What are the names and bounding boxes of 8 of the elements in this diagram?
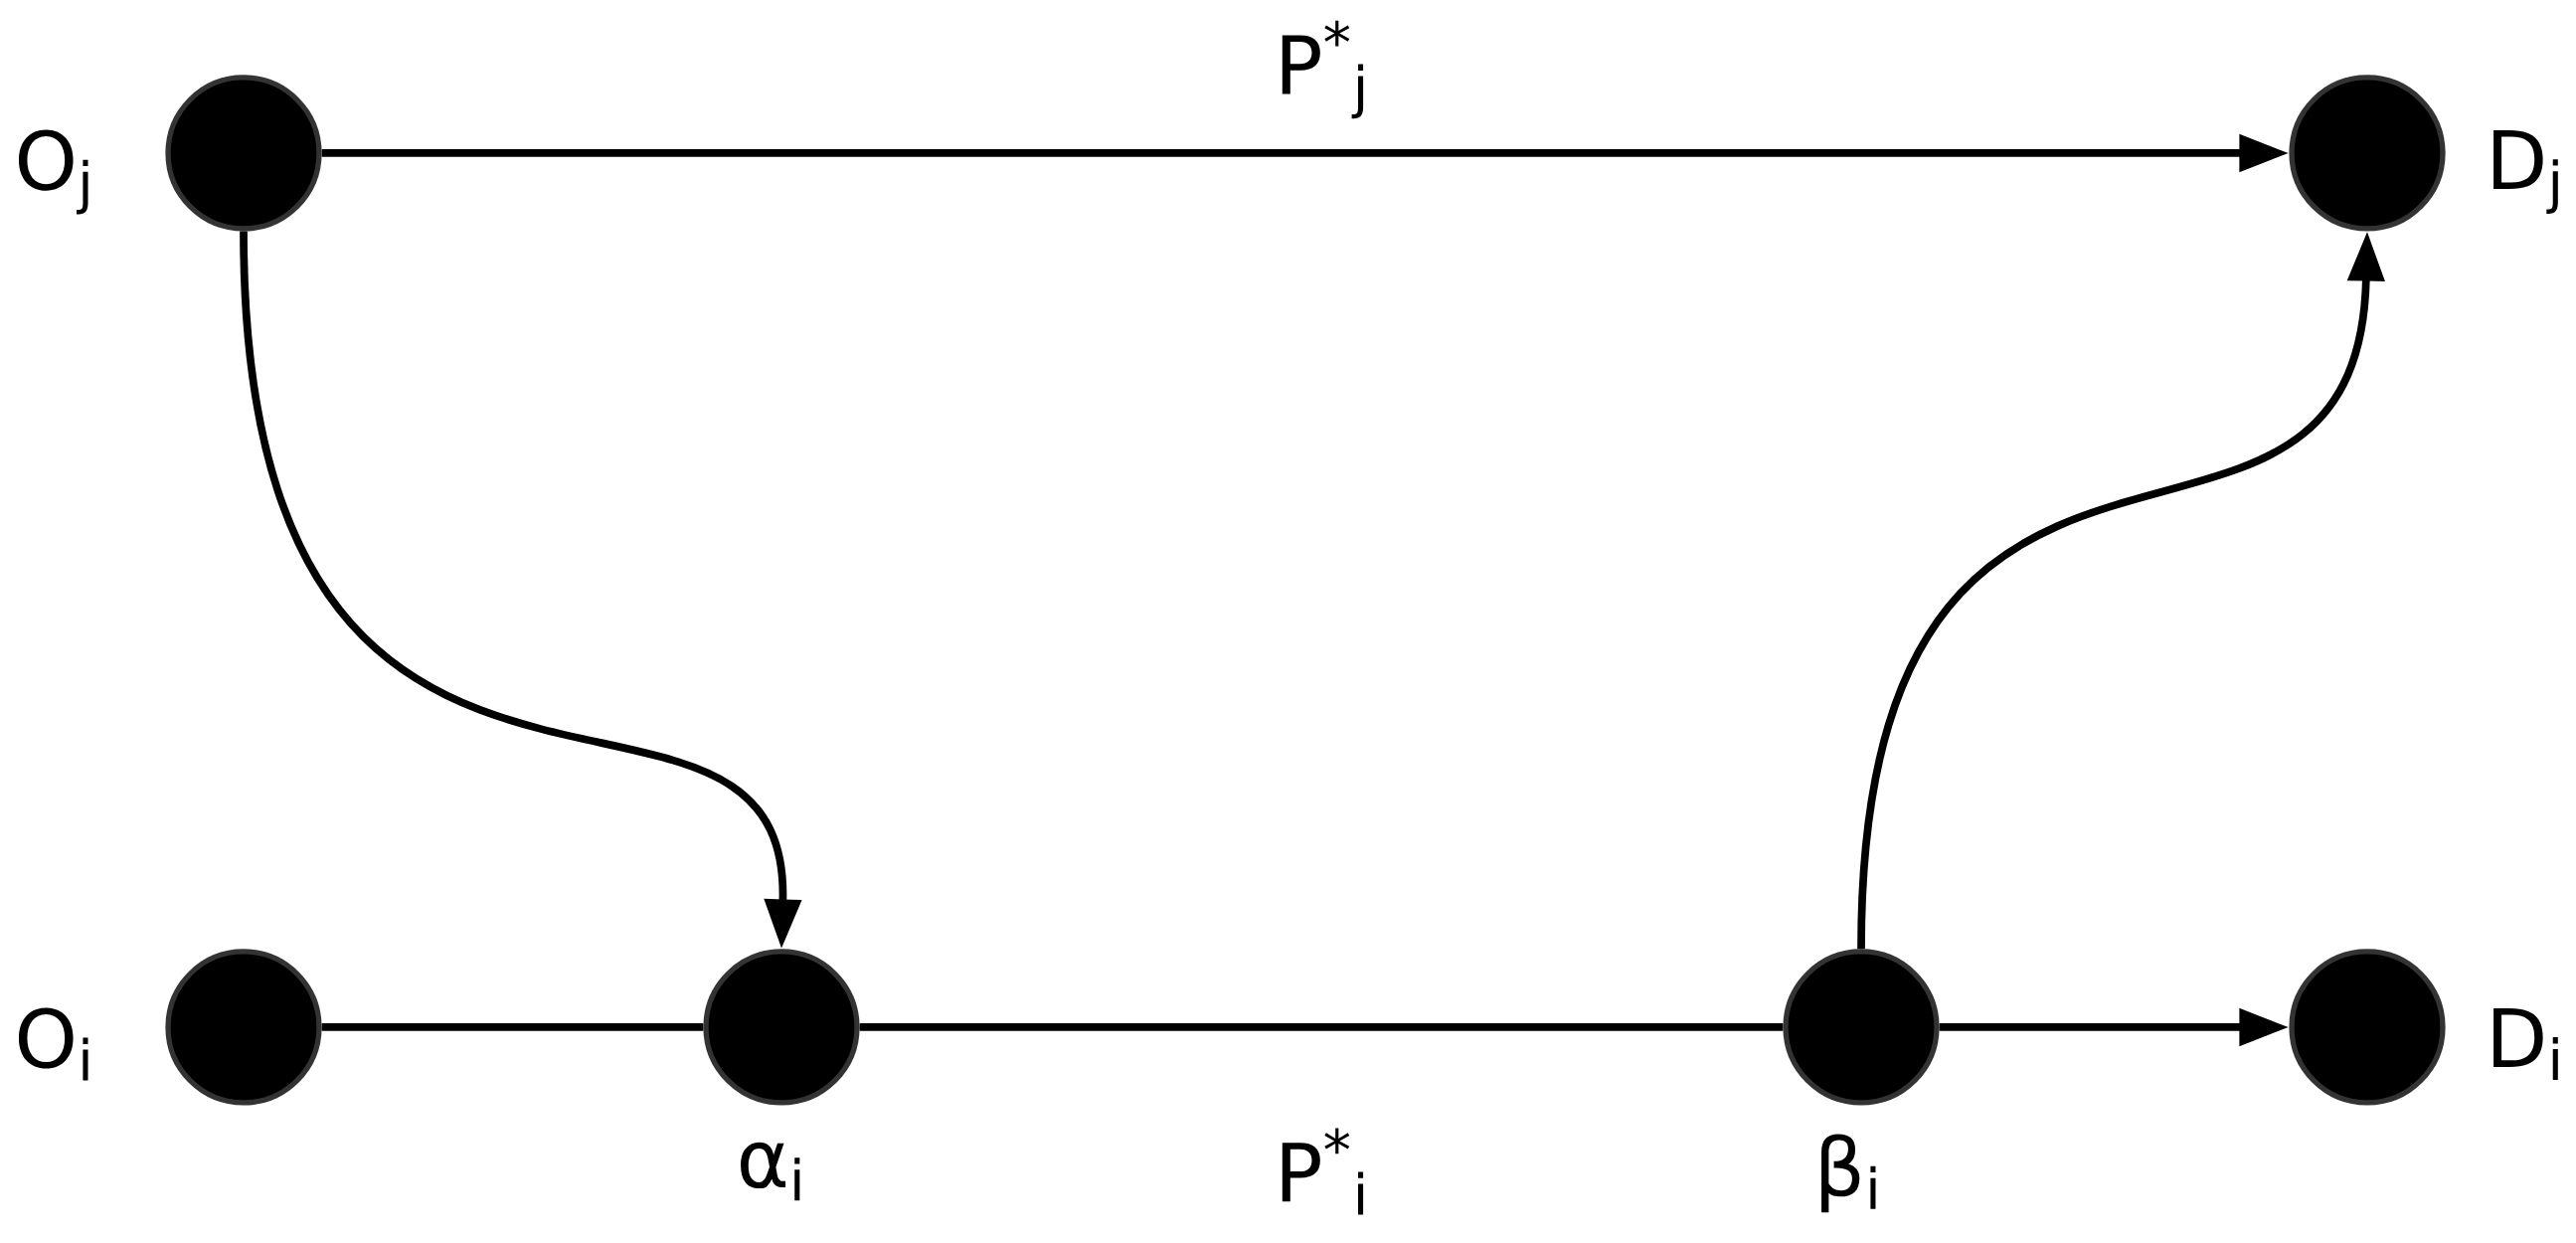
node-label: α$_{i}$ bbox=[741, 1142, 800, 1201]
edge-label: P$^{*}$i bbox=[1282, 1128, 1364, 1215]
node-label: O$_{i}$ bbox=[18, 1007, 88, 1081]
node-label: D$_{j}$ bbox=[2493, 130, 2558, 214]
node-label: β$_{i}$ bbox=[1821, 1134, 1876, 1213]
node-label: D$_{i}$ bbox=[2493, 1007, 2558, 1080]
edge-label: P$^{*}$j bbox=[1282, 20, 1364, 119]
node-label: O$_{j}$ bbox=[18, 129, 88, 215]
